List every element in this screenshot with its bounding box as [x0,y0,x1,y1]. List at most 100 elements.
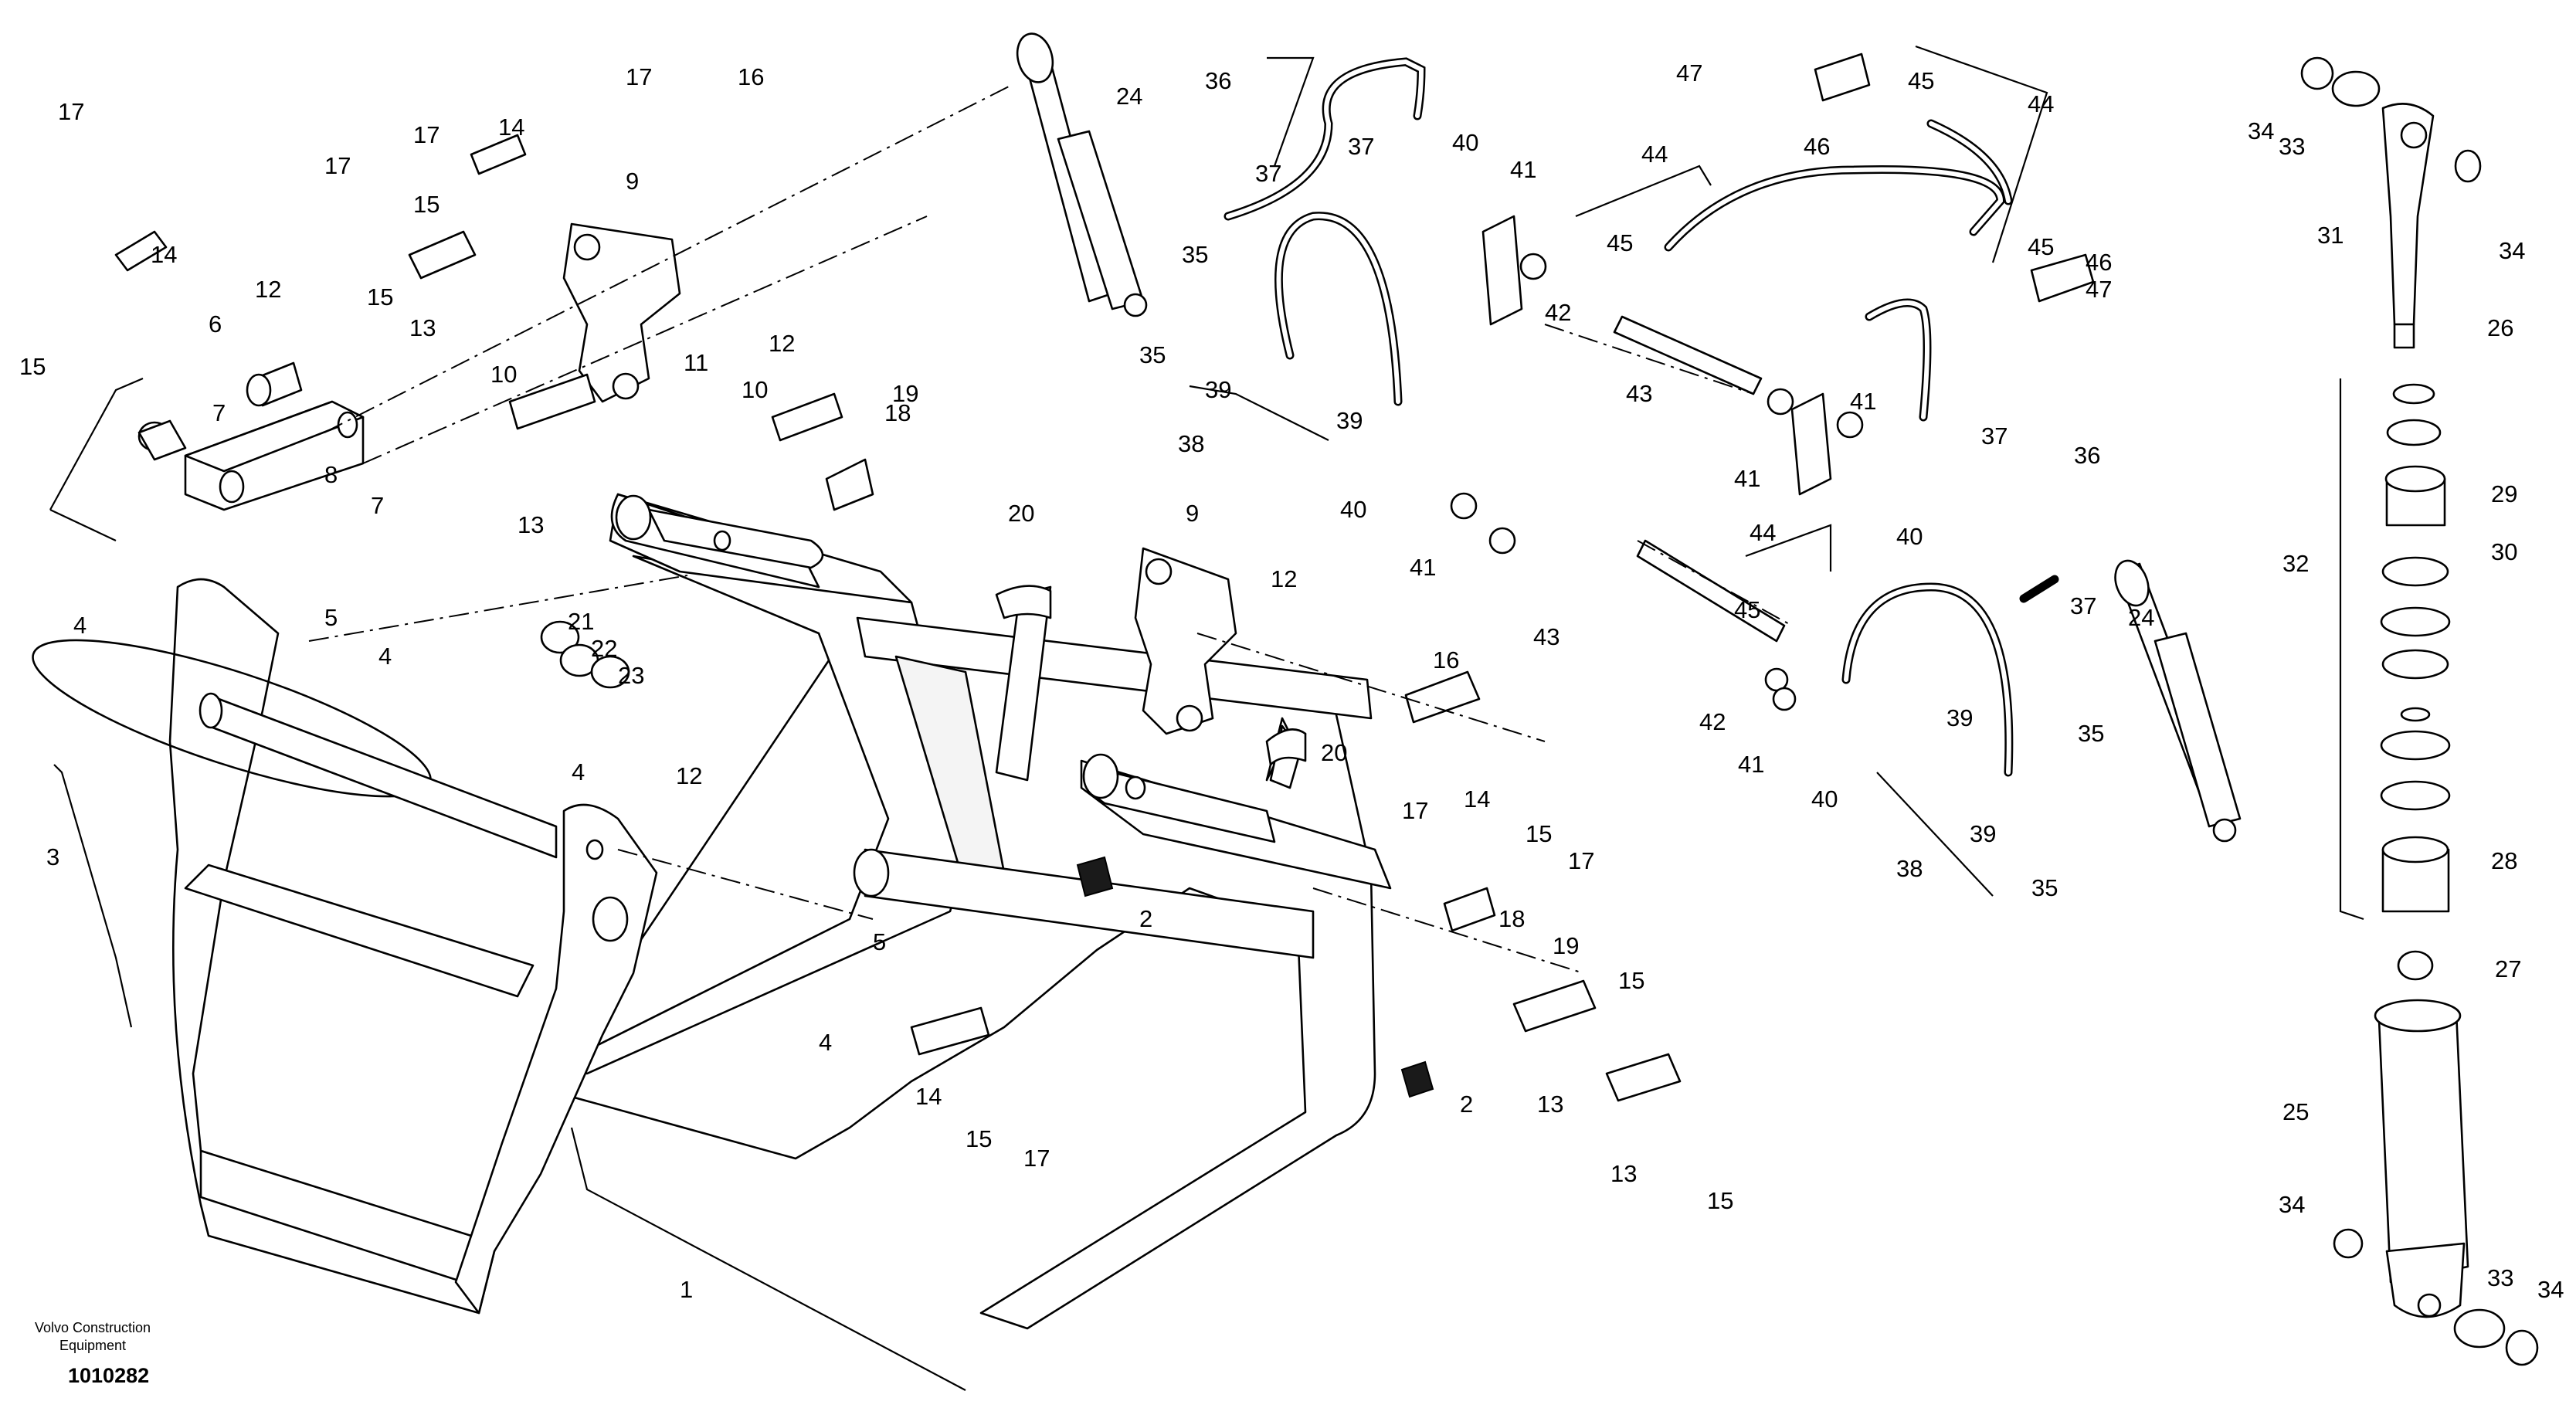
callout: 5 [324,604,338,631]
callout: 39 [1205,376,1231,403]
callout: 20 [1008,500,1034,527]
callout: 18 [1498,905,1525,932]
callout: 23 [618,662,644,689]
callout: 24 [1116,83,1142,110]
callout: 3 [46,843,59,870]
callout: 15 [413,191,440,218]
callout: 12 [769,330,795,357]
seal-stack [2380,383,2451,981]
callout: 40 [1452,129,1478,156]
callout: 4 [73,612,87,639]
callout: 30 [2491,538,2517,565]
callout: 16 [1433,646,1459,673]
callout: 37 [1981,422,2008,450]
callout: 1 [680,1276,693,1303]
callout: 36 [1205,67,1231,94]
callout: 35 [1182,241,1208,268]
callout: 35 [1139,341,1166,368]
callout: 34 [2537,1276,2564,1303]
callout: 42 [1699,708,1726,735]
cylinder-barrel-25 [2374,999,2469,1318]
callout: 39 [1946,704,1973,731]
grapple-arm [32,578,658,1315]
callout: 34 [2279,1191,2305,1218]
callout-labels: 1 2 2 3 4 4 4 4 5 5 6 7 7 8 9 9 10 10 11… [19,59,2564,1303]
callout: 37 [1255,160,1281,187]
callout: 14 [498,114,524,141]
callout: 16 [738,63,764,90]
callout: 19 [1553,932,1579,959]
callout: 17 [626,63,652,90]
callout: 4 [378,643,392,670]
callout: 17 [413,121,440,148]
callout: 29 [2491,480,2517,507]
callout: 4 [572,758,585,785]
callout: 14 [1464,785,1490,813]
callout: 13 [1610,1160,1637,1187]
callout: 47 [2086,276,2112,303]
hydraulic-hoses [1224,57,2059,777]
callout: 14 [915,1083,942,1110]
callout: 17 [324,152,351,179]
cylinder-rod-26 [2381,103,2435,349]
callout: 10 [490,361,517,388]
callout: 42 [1545,299,1571,326]
callout: 9 [626,168,639,195]
callout: 20 [1321,739,1347,766]
callout: 17 [1402,797,1428,824]
callout: 15 [966,1125,992,1152]
callout: 35 [2031,874,2058,901]
callout: 38 [1178,430,1204,457]
callout: 40 [1896,523,1923,550]
callout: 15 [1526,820,1552,847]
callout: 45 [2028,233,2054,260]
callout: 5 [873,928,886,955]
callout: 24 [2128,604,2154,631]
callout: 43 [1626,380,1652,407]
callout: 32 [2282,550,2309,577]
drawing-number: 1010282 [68,1364,149,1387]
callout: 38 [1896,855,1923,882]
callout: 37 [2070,592,2096,619]
callout: 4 [819,1029,832,1056]
cylinder-24-left [1016,32,1148,317]
callout: 18 [884,399,911,426]
callout: 7 [371,492,384,519]
callout: 13 [409,314,436,341]
small-parts [114,53,2095,1102]
callout: 41 [1850,388,1876,415]
callout: 14 [151,241,177,268]
callout: 36 [2074,442,2100,469]
callout: 44 [1641,141,1668,168]
bracket-9-right [1134,547,1237,735]
callout: 37 [1348,133,1374,160]
callout: 39 [1336,407,1363,434]
callout: 15 [1707,1187,1733,1214]
callout: 33 [2279,133,2305,160]
grapple-frame [555,555,1376,1330]
callout: 41 [1738,751,1764,778]
callout: 45 [1607,229,1633,256]
callout: 15 [19,353,46,380]
callout: 26 [2487,314,2513,341]
callout: 21 [568,608,594,635]
callout: 47 [1676,59,1702,87]
callout: 46 [1804,133,1830,160]
group-brackets [49,45,2364,1391]
callout: 13 [1537,1091,1563,1118]
callout: 46 [2086,249,2112,276]
callout: 17 [1023,1145,1050,1172]
cylinder-24-right [2114,559,2242,843]
callout: 9 [1186,500,1199,527]
callout: 7 [212,399,226,426]
callout: 8 [324,461,338,488]
callout: 41 [1410,554,1436,581]
brand-line-2: Equipment [59,1338,126,1353]
upper-arm-left [609,493,913,604]
callout: 33 [2487,1264,2513,1291]
callout: 2 [1139,905,1152,932]
callout: 34 [2499,237,2525,264]
callout: 41 [1510,156,1536,183]
assembly-center-lines [308,84,1793,974]
